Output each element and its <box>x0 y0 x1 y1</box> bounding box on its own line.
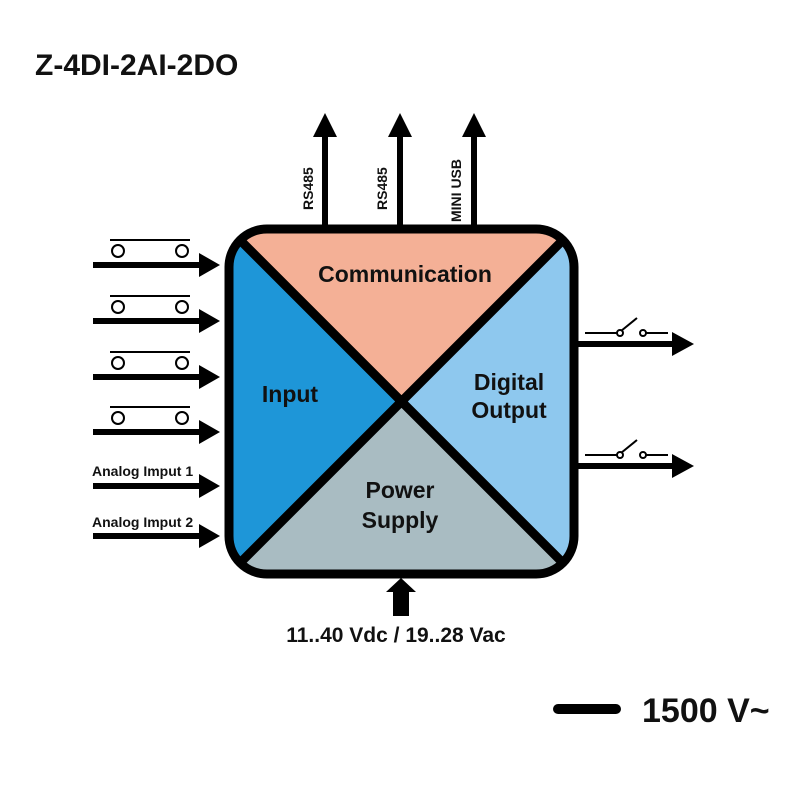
digital-input-1 <box>93 239 220 277</box>
power-supply-input: 11..40 Vdc / 19..28 Vac <box>286 578 506 647</box>
pushbutton-switch-icon <box>110 351 190 370</box>
arrow-icon <box>672 332 694 356</box>
isolation-legend: 1500 V~ <box>553 692 770 730</box>
pushbutton-switch-icon <box>110 295 190 314</box>
comm-port-1: RS485 <box>300 113 337 226</box>
comm-port-label: RS485 <box>300 167 316 210</box>
analog-input-label: Analog Imput 2 <box>92 514 193 530</box>
comm-port-label: MINI USB <box>448 159 464 222</box>
pushbutton-switch-icon <box>110 239 190 258</box>
arrow-icon <box>386 578 416 592</box>
arrow-icon <box>199 524 220 548</box>
relay-contact-icon <box>585 439 668 459</box>
comm-port-label: RS485 <box>374 167 390 210</box>
digital-output-label-line1: Digital <box>474 369 544 395</box>
comm-port-2: RS485 <box>374 113 412 226</box>
digital-output-quadrant <box>401 229 574 574</box>
arrow-icon <box>199 253 220 277</box>
comm-port-3: MINI USB <box>448 113 486 226</box>
relay-contact-icon <box>585 317 668 337</box>
digital-input-3 <box>93 351 220 389</box>
power-supply-rating: 11..40 Vdc / 19..28 Vac <box>286 624 506 647</box>
arrow-icon <box>388 113 412 137</box>
power-supply-quadrant <box>229 401 574 574</box>
divider-line <box>229 229 574 574</box>
digital-output-1 <box>578 317 694 356</box>
arrow-icon <box>199 365 220 389</box>
analog-input-1: Analog Imput 1 <box>92 463 220 498</box>
arrow-icon <box>462 113 486 137</box>
analog-input-2: Analog Imput 2 <box>92 514 220 548</box>
device-title: Z-4DI-2AI-2DO <box>35 49 238 82</box>
digital-input-2 <box>93 295 220 333</box>
module-border <box>224 224 579 579</box>
arrow-icon <box>199 309 220 333</box>
digital-output-label-line2: Output <box>471 397 547 423</box>
arrow-icon <box>672 454 694 478</box>
digital-input-4 <box>93 406 220 444</box>
power-supply-label-line1: Power <box>365 477 434 503</box>
digital-output-2 <box>578 439 694 478</box>
arrow-icon <box>199 474 220 498</box>
pushbutton-switch-icon <box>110 406 190 425</box>
input-label: Input <box>262 381 319 407</box>
analog-input-label: Analog Imput 1 <box>92 463 193 479</box>
communication-label: Communication <box>318 261 492 287</box>
arrow-icon <box>393 590 409 616</box>
power-supply-label-line2: Supply <box>362 507 439 533</box>
communication-quadrant <box>229 229 574 401</box>
isolation-rating: 1500 V~ <box>642 692 770 730</box>
input-quadrant <box>229 229 401 574</box>
module-box <box>229 229 574 574</box>
arrow-icon <box>313 113 337 137</box>
arrow-icon <box>199 420 220 444</box>
